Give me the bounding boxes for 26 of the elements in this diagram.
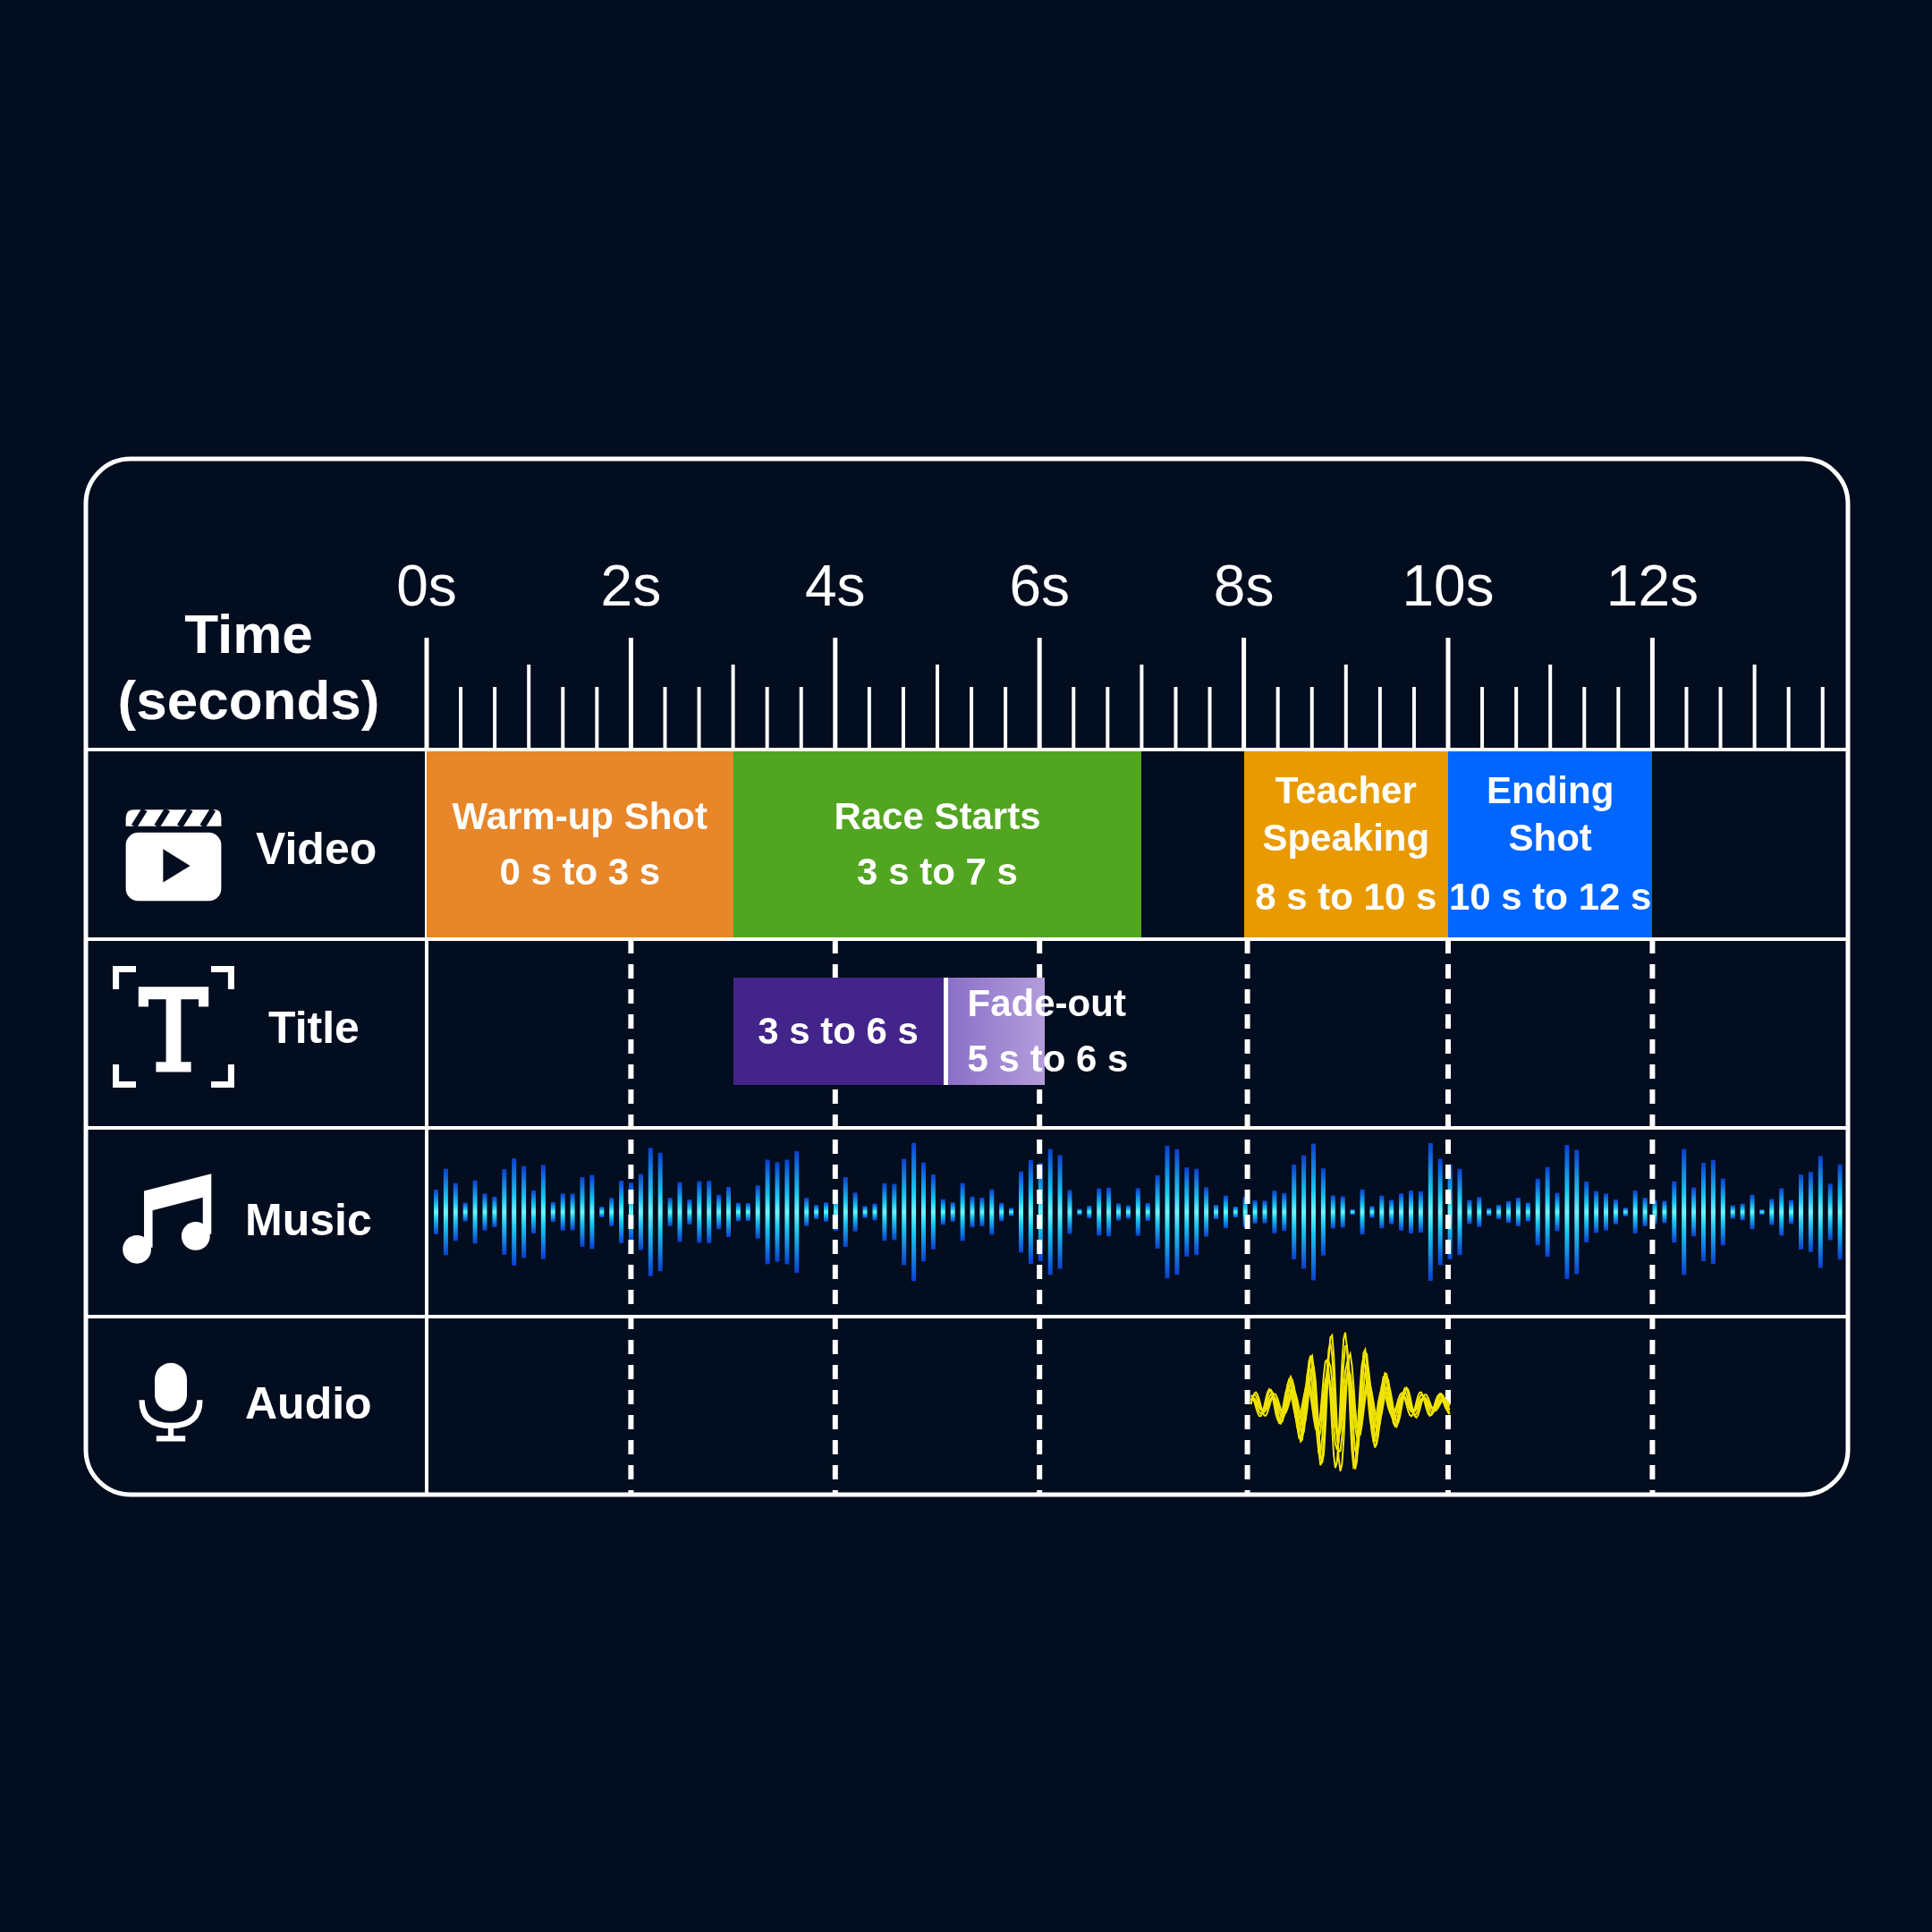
clip-title: Ending Shot bbox=[1486, 768, 1615, 860]
tick-label: 12s bbox=[1605, 553, 1699, 619]
tick-label: 4s bbox=[804, 553, 867, 619]
row-label: Video bbox=[256, 823, 377, 875]
time-range: 3 s to 6 s bbox=[758, 1008, 919, 1054]
clip-title: Teacher Speaking bbox=[1261, 768, 1431, 860]
tick-label: 8s bbox=[1212, 553, 1275, 619]
tick-label: 2s bbox=[599, 553, 663, 619]
row-label: Music bbox=[245, 1194, 372, 1246]
time-range: 3 s to 7 s bbox=[857, 850, 1018, 894]
video-clip bbox=[733, 751, 1142, 937]
title-clip bbox=[733, 978, 944, 1085]
tick-label: 6s bbox=[1008, 553, 1071, 619]
row-label: Title bbox=[268, 1002, 360, 1054]
axis-title: Time (seconds) bbox=[116, 602, 381, 733]
clip-title: Race Starts bbox=[834, 793, 1041, 839]
video-clip bbox=[1448, 751, 1653, 937]
row-label: Audio bbox=[245, 1377, 372, 1429]
time-range: 8 s to 10 s bbox=[1255, 875, 1437, 920]
time-range: 0 s to 3 s bbox=[499, 850, 661, 894]
tick-label: 0s bbox=[395, 553, 458, 619]
video-clip bbox=[1243, 751, 1448, 937]
video-clip bbox=[427, 751, 733, 937]
clip-title: Warm-up Shot bbox=[452, 793, 708, 839]
time-range: 10 s to 12 s bbox=[1448, 875, 1652, 920]
tick-label: 10s bbox=[1401, 553, 1496, 619]
